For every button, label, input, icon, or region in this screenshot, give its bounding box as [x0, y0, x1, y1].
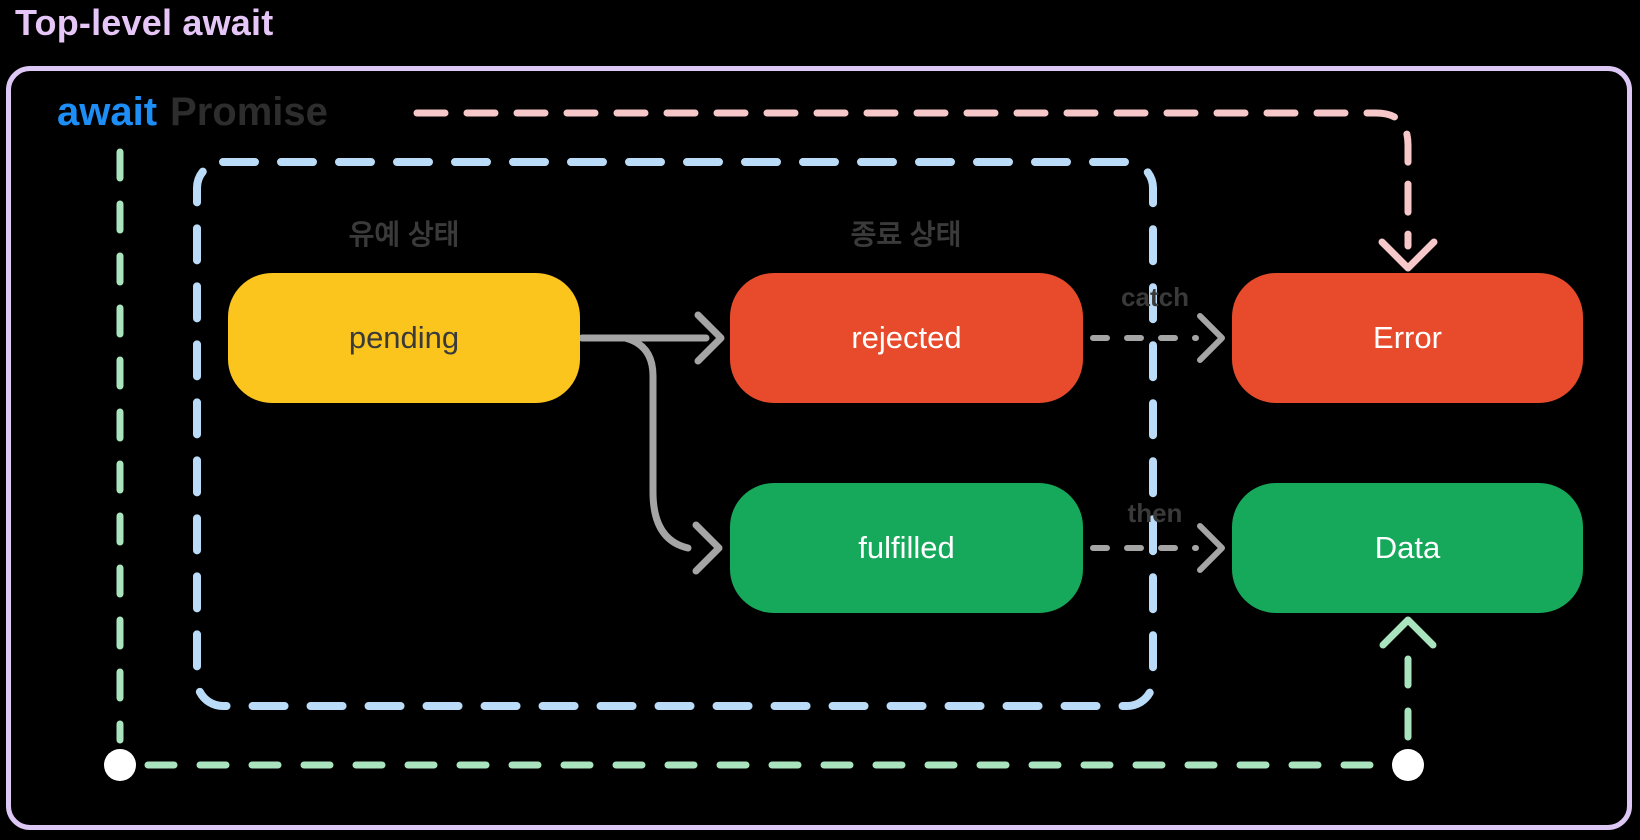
- await-keyword: await: [57, 89, 158, 134]
- top-level-await-scope-box: [6, 66, 1632, 830]
- pending-group-label: 유예 상태: [348, 219, 460, 250]
- error-node-label: Error: [1373, 320, 1442, 355]
- pending-state-pill: pending: [228, 273, 580, 403]
- rejected-state-pill: rejected: [730, 273, 1083, 403]
- error-node-pill: Error: [1232, 273, 1583, 403]
- data-node-label: Data: [1374, 530, 1441, 565]
- data-node-pill: Data: [1232, 483, 1583, 613]
- rejected-state-label: rejected: [851, 320, 962, 355]
- page-title: Top-level await: [15, 2, 274, 43]
- settled-group-label: 종료 상태: [850, 219, 962, 250]
- await-promise-heading: await Promise: [57, 88, 328, 136]
- fulfilled-state-pill: fulfilled: [730, 483, 1083, 613]
- pending-state-label: pending: [348, 320, 460, 355]
- catch-edge-label: catch: [1121, 281, 1189, 312]
- then-edge-label: then: [1127, 497, 1183, 528]
- promise-word: Promise: [170, 89, 328, 134]
- fulfilled-state-label: fulfilled: [858, 530, 955, 565]
